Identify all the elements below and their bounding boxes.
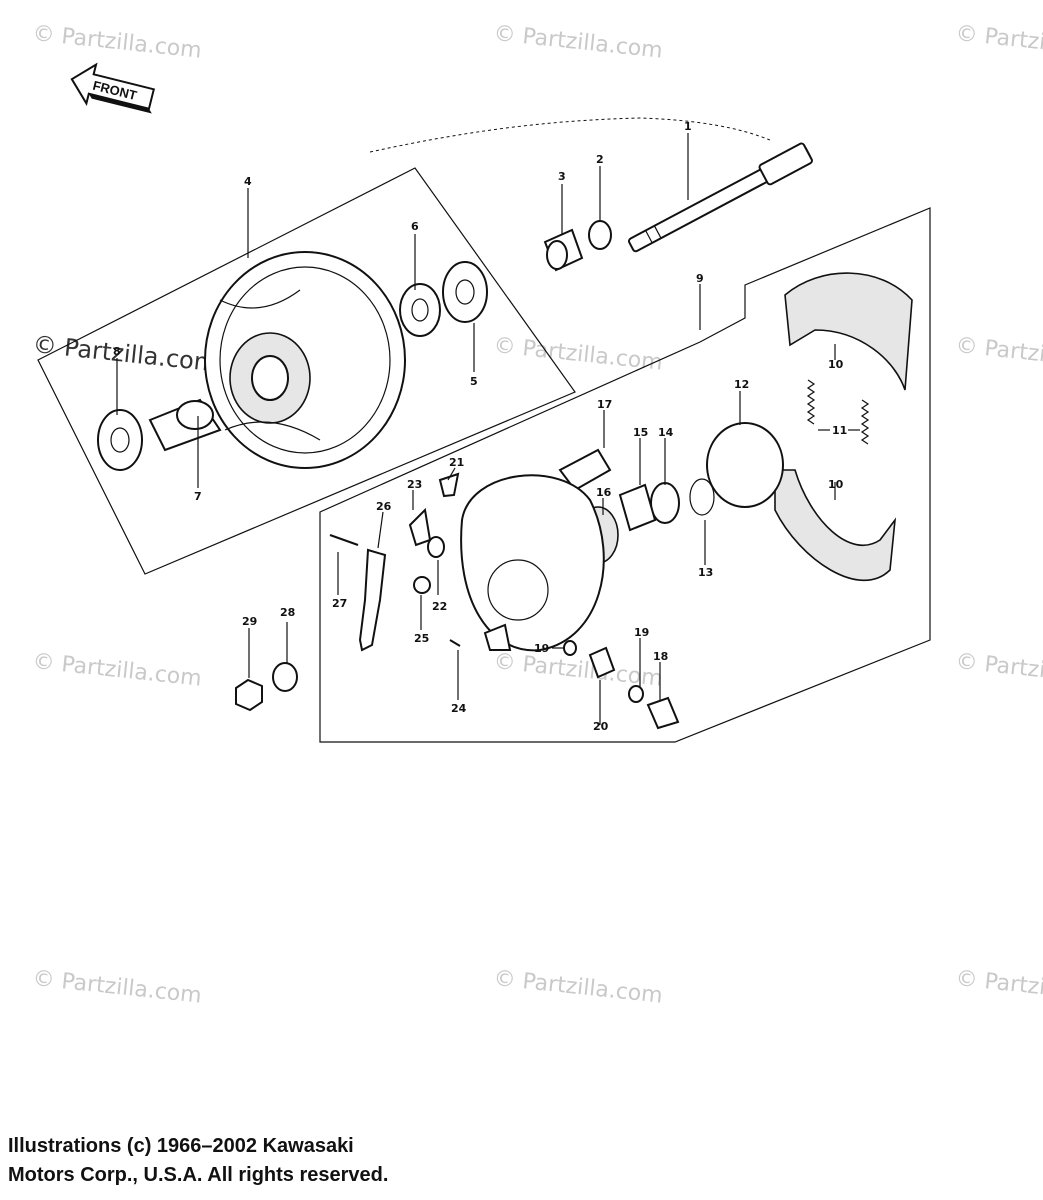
gear-washer [650,482,680,524]
brake-cable-adjuster [588,646,616,679]
brake-shoe [774,469,897,582]
watermark: © Partzilla.com [492,966,663,1009]
callout: 9 [696,272,704,285]
callout: 26 [376,500,392,513]
dashed-outline [369,117,771,153]
callout: 4 [244,175,252,188]
callout: 8 [113,345,121,358]
axle-washer [588,220,612,250]
callout: 21 [449,456,464,469]
hub-bearing [97,409,143,471]
lever-bolt [329,534,359,546]
circlip [689,478,715,516]
callout: 5 [470,375,478,388]
brake-spring [806,379,816,425]
callout: 1 [684,120,692,133]
watermark: © Partzilla.com [954,21,1043,64]
grease-seal [706,422,784,508]
callout: 6 [411,220,419,233]
callout: 24 [451,702,467,715]
panel-washer [563,640,577,656]
callout: 10 [828,478,844,491]
copyright-line: Illustrations (c) 1966–2002 Kawasaki [8,1135,354,1157]
callout: 22 [432,600,447,613]
callout: 15 [633,426,648,439]
brake-panel [460,474,605,652]
watermark: © Partzilla.com [492,21,663,64]
callout-labels: 1 2 3 4 5 6 7 8 9 10 10 11 12 13 14 15 1… [113,120,847,733]
callout: 25 [414,632,429,645]
watermark: © Partzilla.com [31,21,202,64]
callout: 27 [332,597,347,610]
callout: 28 [280,606,295,619]
leader-lines [116,133,860,725]
watermark: © Partzilla.com [954,649,1043,692]
watermark: © Partzilla.com [31,330,218,377]
brake-indicator [438,472,460,498]
callout: 20 [593,720,609,733]
copyright-notice: Illustrations (c) 1966–2002 Kawasaki Mot… [8,1132,388,1190]
callout: 10 [828,358,844,371]
front-arrow-icon: FRONT [70,62,156,114]
hub-group-box [37,167,576,575]
callout: 11 [832,424,847,437]
watermark: © Partzilla.com [954,333,1043,376]
callout: 17 [597,398,612,411]
callout: 13 [698,566,713,579]
hub-bearing [442,261,488,323]
brake-indicator-plate [408,507,432,547]
seal-washer [427,536,445,558]
axle-nut [235,678,263,712]
callout: 16 [596,486,612,499]
watermark: © Partzilla.com [31,966,202,1009]
cotter-pin [449,639,461,647]
callout: 18 [653,650,668,663]
callout: 3 [558,170,566,183]
washer [272,662,298,692]
callout: 29 [242,615,257,628]
front-axle [628,142,813,253]
lever-nut [413,576,431,594]
speedometer-plate [618,483,657,532]
callout: 7 [194,490,202,503]
callout: 14 [658,426,674,439]
watermark: © Partzilla.com [31,649,202,692]
callout: 23 [407,478,422,491]
axle-collar [543,228,584,272]
copyright-line: Motors Corp., U.S.A. All rights reserved… [8,1164,389,1186]
distance-collar [148,398,222,452]
callout: 2 [596,153,604,166]
callout: 19 [634,626,649,639]
wheel-hub [204,251,406,469]
callout: 12 [734,378,749,391]
hub-bearing [399,283,441,337]
adjuster-washer [628,685,644,703]
brake-cam-lever [358,548,387,652]
brake-panel-group-box [319,207,931,743]
brake-spring [860,399,870,445]
cable-fitting [646,696,680,730]
brake-shoe [784,272,913,391]
watermark: © Partzilla.com [954,966,1043,1009]
callout: 19 [534,642,549,655]
